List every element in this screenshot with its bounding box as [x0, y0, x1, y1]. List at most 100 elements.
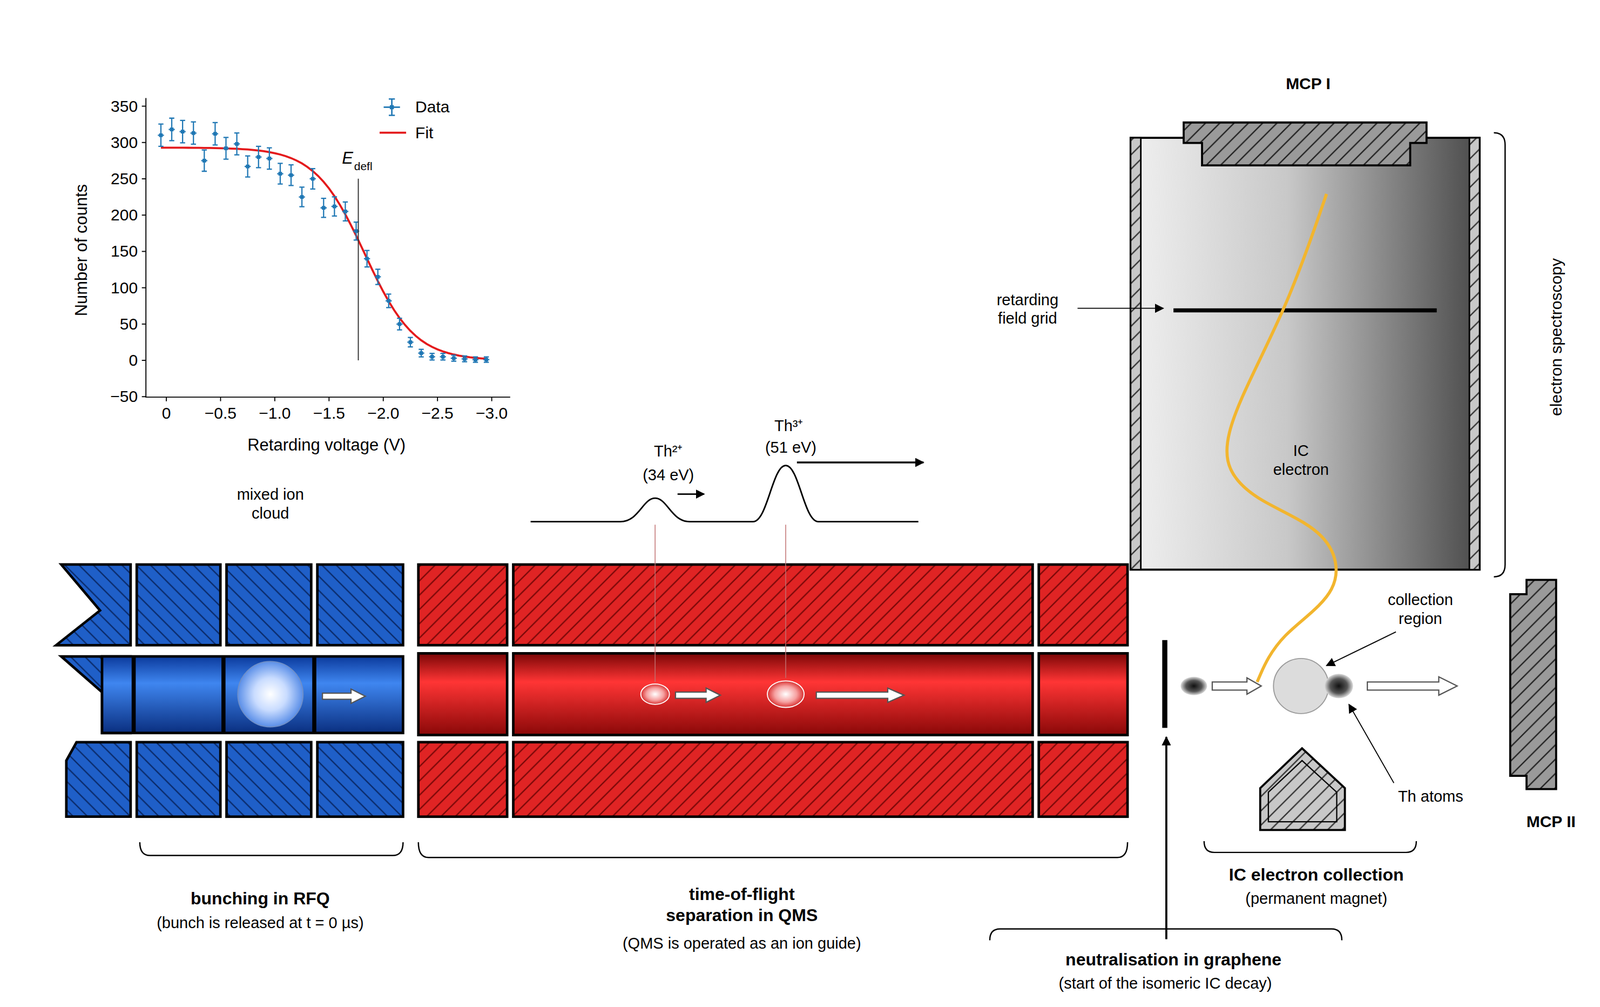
error-bar: [298, 186, 305, 207]
error-bar: [190, 122, 197, 145]
detector-label: MCP II: [1526, 811, 1576, 832]
error-bar: [287, 164, 294, 186]
tick-mark: [142, 287, 147, 289]
rfq-segment: [136, 564, 221, 645]
tick-label: 250: [110, 169, 138, 189]
axis-title: Number of counts: [71, 184, 92, 317]
error-bar: [472, 356, 479, 363]
motion-arrow: [1212, 677, 1262, 694]
legend-sample-fit: [379, 131, 407, 134]
rfq-segment: [66, 741, 131, 817]
ion-cloud: [237, 661, 303, 727]
error-bar: [363, 250, 370, 267]
data-point: [180, 129, 185, 134]
stage-note: (permanent magnet): [1245, 888, 1388, 908]
data-point: [224, 146, 228, 151]
legend-sample-data: [383, 98, 401, 116]
fit-curve: [160, 147, 487, 359]
rfq-divider: [131, 656, 137, 733]
spectrometer-chamber: IC electron: [1130, 137, 1480, 570]
tick-mark: [382, 396, 384, 402]
data-point: [430, 354, 435, 359]
tick-mark: [142, 395, 147, 397]
data-point: [462, 356, 467, 361]
tick-label: −3.0: [475, 403, 508, 423]
rfq-segment: [226, 741, 312, 817]
error-bar: [201, 150, 208, 172]
rfq-bore: [102, 656, 403, 733]
spectrometer-body: [1130, 137, 1480, 570]
tick-mark: [142, 323, 147, 325]
th-atom: [1324, 673, 1354, 698]
collection-stage: [1162, 579, 1556, 939]
tick-label: 0: [128, 350, 138, 370]
motion-arrow: [797, 461, 924, 463]
rfq-segment: [56, 564, 131, 645]
tick-mark: [142, 105, 147, 107]
error-bar: [450, 354, 457, 361]
error-bar: [212, 122, 219, 145]
error-bar: [374, 268, 381, 285]
spectrometer-wall: [1469, 137, 1480, 570]
ion-label: Th³⁺: [774, 416, 804, 436]
data-point: [300, 194, 305, 199]
legend-sample-data: [389, 105, 395, 110]
legend-label: Data: [415, 97, 450, 117]
tick-mark: [142, 359, 147, 361]
mcp-detector-box: MCP I: [1183, 122, 1427, 166]
ion-bunch: [640, 683, 670, 705]
motion-arrow: [677, 493, 705, 495]
tick-mark: [142, 178, 147, 180]
error-bar: [342, 201, 349, 221]
tick-label: 200: [110, 205, 138, 225]
tick-label: −1.5: [313, 403, 346, 423]
data-point: [191, 131, 196, 135]
error-bar: [233, 132, 240, 155]
tick-mark: [142, 214, 147, 216]
tick-mark: [328, 396, 330, 402]
part-label: collection region: [1382, 590, 1458, 629]
tick-label: 100: [110, 278, 138, 298]
mcp-detector: [1183, 122, 1427, 166]
part-label: Th atoms: [1398, 786, 1464, 806]
data-point: [159, 133, 164, 138]
error-bar: [266, 147, 273, 170]
qms-segment: [1038, 564, 1128, 645]
data-point: [343, 209, 348, 214]
rfq-divider: [221, 656, 226, 733]
stage-title: neutralisation in graphene: [1065, 948, 1282, 970]
data-point: [321, 205, 326, 210]
qms-bore: [418, 652, 508, 735]
collection-region: [1273, 658, 1329, 714]
leader-line: [1077, 307, 1164, 309]
error-bar: [331, 196, 338, 216]
data-point: [473, 357, 478, 362]
data-point: [484, 357, 489, 362]
tick-label: 350: [110, 96, 138, 117]
error-bar: [407, 337, 414, 347]
marker-label: E: [341, 147, 354, 168]
data-point: [256, 154, 261, 159]
data-point: [386, 298, 391, 303]
group-bracket: [1493, 132, 1505, 577]
rfq-segment: [317, 564, 404, 645]
tick-label: −1.0: [258, 403, 291, 423]
data-point: [441, 354, 445, 359]
part-label: retarding field grid: [989, 290, 1066, 329]
tick-mark: [274, 396, 276, 402]
data-point: [375, 274, 380, 279]
group-bracket: [989, 928, 1342, 941]
error-bar: [428, 353, 435, 360]
qms-segment: [418, 564, 508, 645]
section-label: electron spectroscopy: [1546, 258, 1566, 416]
peak-guide: [785, 524, 787, 678]
data-point: [332, 204, 337, 209]
qms-segment: [513, 564, 1034, 645]
error-bar: [483, 356, 490, 363]
tick-label: −2.0: [367, 403, 400, 423]
error-bar: [179, 120, 186, 143]
motion-arrow: [322, 689, 366, 704]
data-point: [365, 256, 369, 261]
qms-segment: [418, 741, 508, 817]
